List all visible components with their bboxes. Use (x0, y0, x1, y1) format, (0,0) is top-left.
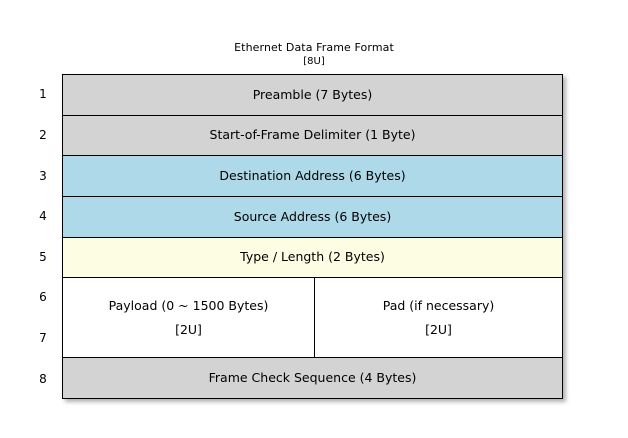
frame-field-payload-pad-row: Payload (0 ~ 1500 Bytes) [2U] Pad (if ne… (63, 278, 562, 359)
frame-field-type-length-label: Type / Length (2 Bytes) (240, 249, 385, 265)
page-subtitle: [8U] (303, 56, 325, 67)
row-number-8: 8 (39, 371, 47, 386)
frame-field-payload: Payload (0 ~ 1500 Bytes) [2U] (63, 278, 315, 358)
title-block: Ethernet Data Frame Format [8U] (0, 42, 628, 67)
frame-field-pad: Pad (if necessary) [2U] (315, 278, 562, 358)
row-number-gutter: 1 2 3 4 5 6 7 8 (30, 74, 56, 399)
row-number-3: 3 (39, 168, 47, 183)
frame-field-type-length: Type / Length (2 Bytes) (63, 237, 562, 279)
frame-field-destination-address: Destination Address (6 Bytes) (63, 156, 562, 197)
row-number-4: 4 (39, 209, 47, 224)
frame-field-frame-check-sequence: Frame Check Sequence (4 Bytes) (63, 358, 562, 398)
frame-field-sfd: Start-of-Frame Delimiter (1 Byte) (63, 115, 562, 157)
frame-field-preamble-label: Preamble (7 Bytes) (252, 86, 373, 102)
row-number-6: 6 (39, 290, 47, 305)
frame-field-pad-sublabel: [2U] (425, 321, 452, 337)
ethernet-frame-table: Preamble (7 Bytes) Start-of-Frame Delimi… (62, 74, 563, 399)
frame-field-source-address-label: Source Address (6 Bytes) (233, 208, 392, 224)
frame-field-sfd-label: Start-of-Frame Delimiter (1 Byte) (209, 127, 416, 143)
frame-field-source-address: Source Address (6 Bytes) (63, 196, 562, 238)
row-number-1: 1 (39, 87, 47, 102)
frame-field-preamble: Preamble (7 Bytes) (63, 75, 562, 116)
frame-field-pad-text: Pad (if necessary) [2U] (383, 297, 495, 339)
frame-field-payload-text: Payload (0 ~ 1500 Bytes) [2U] (109, 297, 269, 339)
row-number-7: 7 (39, 331, 47, 346)
frame-field-payload-sublabel: [2U] (175, 321, 202, 337)
row-number-2: 2 (39, 127, 47, 142)
frame-field-payload-label: Payload (0 ~ 1500 Bytes) (108, 297, 269, 313)
frame-field-frame-check-sequence-label: Frame Check Sequence (4 Bytes) (208, 370, 417, 386)
row-number-5: 5 (39, 249, 47, 264)
frame-field-destination-address-label: Destination Address (6 Bytes) (219, 168, 406, 183)
page-title: Ethernet Data Frame Format (234, 41, 394, 54)
frame-field-pad-label: Pad (if necessary) (382, 297, 495, 313)
